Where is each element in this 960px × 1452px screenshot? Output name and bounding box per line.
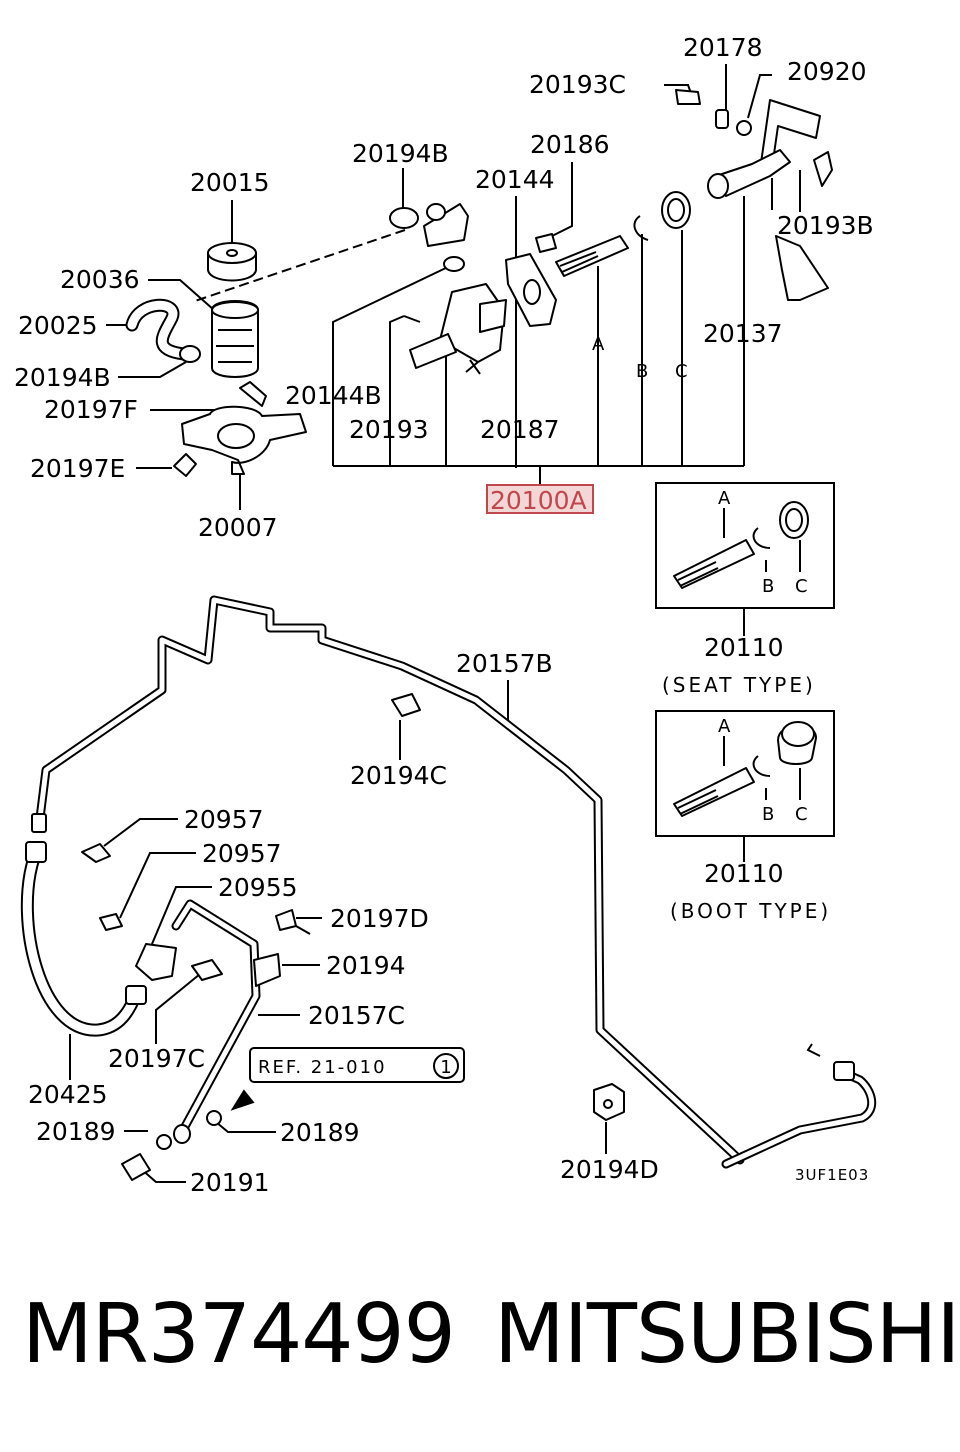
label-20015: 20015 bbox=[190, 168, 270, 197]
seat-label-b: B bbox=[762, 576, 774, 597]
footer: MR374499 MITSUBISHI bbox=[0, 1280, 960, 1420]
boot-label-a: A bbox=[718, 716, 731, 737]
label-20194: 20194 bbox=[326, 951, 406, 980]
boot-label-b: B bbox=[762, 804, 774, 825]
boot-label-c: C bbox=[795, 804, 808, 825]
label-20144: 20144 bbox=[475, 165, 555, 194]
reference-box: REF. 21-010 1 bbox=[249, 1047, 465, 1083]
bracket-20194 bbox=[253, 953, 281, 987]
label-20178: 20178 bbox=[683, 33, 763, 62]
seat-type-box bbox=[655, 482, 835, 609]
label-20425: 20425 bbox=[28, 1080, 108, 1109]
clutch-pipes bbox=[20, 595, 877, 1169]
brand-name: MITSUBISHI bbox=[494, 1287, 960, 1382]
clevis bbox=[715, 149, 791, 197]
label-20957-b: 20957 bbox=[202, 839, 282, 868]
diagram-code: 3UF1E03 bbox=[795, 1166, 869, 1184]
bolt-20197d bbox=[275, 909, 297, 931]
label-20191: 20191 bbox=[190, 1168, 270, 1197]
boot-caption: (BOOT TYPE) bbox=[670, 899, 831, 923]
washer-20920 bbox=[736, 120, 752, 136]
label-20194c: 20194C bbox=[350, 761, 447, 790]
direction-arrow bbox=[230, 1089, 255, 1111]
label-20194d: 20194D bbox=[560, 1155, 659, 1184]
fitting-right bbox=[833, 1061, 855, 1081]
label-20157c: 20157C bbox=[308, 1001, 405, 1030]
bracket-20955 bbox=[135, 943, 177, 981]
main-label-a: A bbox=[592, 334, 605, 355]
clip-20957-a bbox=[81, 843, 111, 863]
part-labels: 20178 20920 20193C 20186 20194B 20144 20… bbox=[14, 33, 874, 1197]
hose-fitting-lower bbox=[125, 985, 147, 1005]
lower-parts bbox=[81, 693, 821, 1181]
master-cylinder-outlet bbox=[409, 333, 457, 369]
label-20194b-left: 20194B bbox=[14, 363, 111, 392]
clevis-nut bbox=[707, 173, 729, 199]
label-20189-right: 20189 bbox=[280, 1118, 360, 1147]
boot-part-number: 20110 bbox=[704, 859, 784, 888]
clip-20194c bbox=[391, 693, 421, 717]
label-20144b: 20144B bbox=[285, 381, 382, 410]
seat-label-a: A bbox=[718, 488, 731, 509]
label-20197c: 20197C bbox=[108, 1044, 205, 1073]
bolt-20197c bbox=[191, 959, 223, 981]
pedal-lower bbox=[775, 235, 829, 301]
arrow-mark bbox=[465, 359, 481, 375]
label-20193c: 20193C bbox=[529, 70, 626, 99]
label-20197f: 20197F bbox=[44, 395, 138, 424]
seat-caption: (SEAT TYPE) bbox=[662, 673, 816, 697]
upper-parts bbox=[125, 89, 833, 477]
label-20197d: 20197D bbox=[330, 904, 429, 933]
clamp-20194b-top bbox=[389, 207, 419, 229]
clamp-20194b-left bbox=[179, 345, 201, 363]
hose-20425 bbox=[20, 851, 143, 1037]
bleeder-20186 bbox=[535, 233, 557, 253]
bolt-20197f bbox=[239, 381, 267, 407]
label-20187: 20187 bbox=[480, 415, 560, 444]
label-20100a: 20100A bbox=[490, 486, 587, 515]
main-label-b: B bbox=[636, 361, 648, 382]
clip-20957-b bbox=[99, 913, 123, 931]
label-20186: 20186 bbox=[530, 130, 610, 159]
label-20957-a: 20957 bbox=[184, 805, 264, 834]
label-20197e: 20197E bbox=[30, 454, 125, 483]
snap-ring-b bbox=[633, 215, 649, 241]
label-20157b: 20157B bbox=[456, 649, 553, 678]
part-number: MR374499 bbox=[22, 1287, 456, 1382]
label-20193: 20193 bbox=[349, 415, 429, 444]
parts-diagram: REF. 21-010 1 20178 20920 20193C 20186 2… bbox=[14, 33, 877, 1197]
washer-20189-right bbox=[206, 1110, 222, 1126]
washer-20189-left bbox=[156, 1134, 172, 1150]
label-20193b: 20193B bbox=[777, 211, 874, 240]
label-20137: 20137 bbox=[703, 319, 783, 348]
hose-fitting-top bbox=[423, 203, 469, 247]
label-20036: 20036 bbox=[60, 265, 140, 294]
pin-20193 bbox=[403, 315, 421, 323]
label-20007: 20007 bbox=[198, 513, 278, 542]
union-bolt-20191 bbox=[121, 1153, 151, 1181]
bushing-20178 bbox=[715, 109, 729, 129]
label-20025: 20025 bbox=[18, 311, 98, 340]
hose-fitting-upper bbox=[25, 841, 47, 863]
main-label-c: C bbox=[675, 361, 688, 382]
seat-part-number: 20110 bbox=[704, 633, 784, 662]
seat-label-c: C bbox=[795, 576, 808, 597]
label-20955: 20955 bbox=[218, 873, 298, 902]
ref-text: REF. 21-010 bbox=[258, 1057, 387, 1078]
clevis-pin-20193c bbox=[675, 89, 701, 105]
highlight-box bbox=[486, 484, 594, 514]
label-20194b-top: 20194B bbox=[352, 139, 449, 168]
clip-20193b bbox=[813, 151, 833, 187]
grommet-20144b bbox=[443, 256, 465, 272]
label-20189-left: 20189 bbox=[36, 1117, 116, 1146]
bolt-20197e bbox=[173, 453, 197, 477]
ref-circle-text: 1 bbox=[440, 1057, 451, 1078]
label-20920: 20920 bbox=[787, 57, 867, 86]
boot-type-box bbox=[655, 710, 835, 837]
